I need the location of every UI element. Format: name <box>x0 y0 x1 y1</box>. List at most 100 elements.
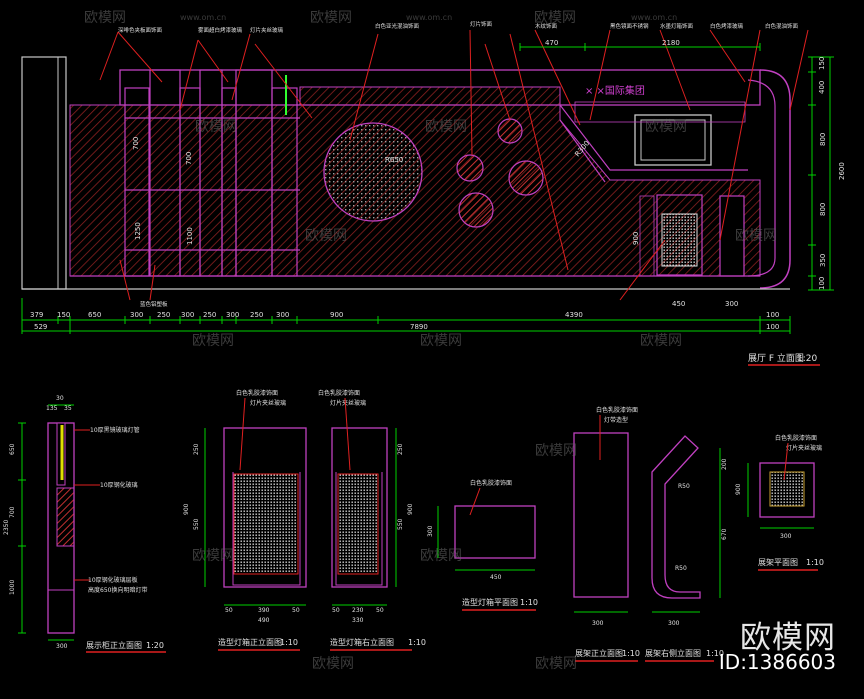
detail-lightbox-plan: 300 450 白色乳胶漆饰面 造型灯箱平面图 1:10 <box>427 479 538 611</box>
svg-text:灯片夹丝玻璃: 灯片夹丝玻璃 <box>250 399 286 407</box>
svg-text:欧模网: 欧模网 <box>310 10 352 26</box>
watermark-id: ID:1386603 <box>718 650 836 674</box>
svg-text:www.om.cn: www.om.cn <box>180 13 226 22</box>
detail-display-cabinet: 30 135 35 650 700 1000 2350 300 10厚黑镜玻璃灯… <box>3 395 166 653</box>
detail-lightbox-front: 250 550 900 50 390 50 490 白色乳胶漆饰面 灯片夹丝玻璃… <box>183 389 307 651</box>
left-end-panel <box>21 56 67 290</box>
svg-text:450: 450 <box>490 574 502 581</box>
svg-text:300: 300 <box>181 311 194 319</box>
svg-text:50: 50 <box>376 607 384 614</box>
svg-text:高度650换向明暗灯带: 高度650换向明暗灯带 <box>88 586 147 594</box>
svg-text:雾面超白烤漆玻璃: 雾面超白烤漆玻璃 <box>198 26 243 34</box>
svg-text:欧模网: 欧模网 <box>192 548 234 564</box>
svg-text:470: 470 <box>545 39 558 47</box>
svg-text:900: 900 <box>330 311 343 319</box>
detail-stand-side: R50 R50 200 670 300 展架右侧立面图 1:10 <box>645 435 728 662</box>
detail-title: 展示柜正立面图 <box>86 640 142 650</box>
svg-text:1:10: 1:10 <box>806 558 824 567</box>
svg-text:550: 550 <box>193 518 200 530</box>
svg-text:300: 300 <box>226 311 239 319</box>
svg-text:欧模网: 欧模网 <box>192 333 234 349</box>
right-dimensions: 150 400 800 800 350 100 2600 <box>808 56 846 291</box>
small-circle-features <box>456 118 544 228</box>
svg-text:135: 135 <box>46 405 58 412</box>
svg-text:300: 300 <box>130 311 143 319</box>
svg-text:1:10: 1:10 <box>706 649 724 658</box>
svg-text:800: 800 <box>819 133 827 146</box>
svg-text:灯片夹丝玻璃: 灯片夹丝玻璃 <box>250 26 284 34</box>
svg-text:450: 450 <box>672 300 685 308</box>
svg-text:230: 230 <box>352 607 364 614</box>
svg-text:200: 200 <box>721 458 728 470</box>
svg-text:900: 900 <box>735 483 742 495</box>
svg-text:800: 800 <box>819 203 827 216</box>
svg-text:50: 50 <box>225 607 233 614</box>
main-elevation: × ×国际集团 R650 R300 700 700 1250 1100 900 <box>21 20 846 366</box>
svg-text:50: 50 <box>332 607 340 614</box>
svg-text:造型灯箱平面图: 造型灯箱平面图 <box>462 597 518 607</box>
svg-text:2350: 2350 <box>3 520 10 535</box>
inner-dim-900: 900 <box>632 232 640 245</box>
svg-text:529: 529 <box>34 323 47 331</box>
svg-text:2600: 2600 <box>838 162 846 180</box>
svg-text:造型灯箱右立面图: 造型灯箱右立面图 <box>330 637 394 647</box>
large-circle-feature <box>323 122 423 222</box>
inner-dim-700a: 700 <box>132 137 140 150</box>
svg-text:造型灯箱正立面图: 造型灯箱正立面图 <box>218 637 282 647</box>
svg-text:250: 250 <box>203 311 216 319</box>
svg-text:欧模网: 欧模网 <box>195 119 237 135</box>
svg-text:www.om.cn: www.om.cn <box>406 13 452 22</box>
detail-stand-front: 300 白色乳胶漆饰面 灯带造型 展架正立面图 1:10 <box>573 406 640 662</box>
watermark-tiles: 欧模网 www.om.cn 欧模网 www.om.cn 欧模网 www.om.c… <box>84 10 777 672</box>
svg-text:250: 250 <box>250 311 263 319</box>
svg-text:白色乳胶漆饰面: 白色乳胶漆饰面 <box>318 389 360 397</box>
watermark-brand: 欧模网 <box>740 620 836 656</box>
top-fascia <box>119 69 761 106</box>
svg-text:35: 35 <box>64 405 72 412</box>
inner-dim-1250: 1250 <box>134 222 142 240</box>
svg-text:100: 100 <box>766 311 779 319</box>
svg-text:700: 700 <box>9 506 16 518</box>
svg-text:300: 300 <box>668 620 680 627</box>
svg-text:展架右侧立面图: 展架右侧立面图 <box>645 648 701 658</box>
svg-text:300: 300 <box>780 533 792 540</box>
svg-text:木纹饰面: 木纹饰面 <box>535 22 558 30</box>
svg-text:深啡色夹板面饰面: 深啡色夹板面饰面 <box>118 26 163 34</box>
svg-text:欧模网: 欧模网 <box>645 119 687 135</box>
svg-text:欧模网: 欧模网 <box>420 548 462 564</box>
svg-text:330: 330 <box>352 617 364 624</box>
svg-text:670: 670 <box>721 528 728 540</box>
main-elevation-scale: 1:20 <box>797 354 817 364</box>
svg-text:400: 400 <box>818 81 826 94</box>
svg-text:灯带造型: 灯带造型 <box>604 416 628 424</box>
detail-scale: 1:20 <box>146 641 164 650</box>
svg-text:379: 379 <box>30 311 43 319</box>
svg-text:1000: 1000 <box>9 580 16 595</box>
svg-text:白色乳胶漆饰面: 白色乳胶漆饰面 <box>236 389 278 397</box>
svg-text:欧模网: 欧模网 <box>535 656 577 672</box>
svg-text:白色乳胶漆饰面: 白色乳胶漆饰面 <box>470 479 512 487</box>
svg-text:黑色镜面不锈钢: 黑色镜面不锈钢 <box>610 22 649 30</box>
svg-text:1:10: 1:10 <box>520 598 538 607</box>
svg-text:欧模网: 欧模网 <box>425 119 467 135</box>
svg-text:490: 490 <box>258 617 270 624</box>
svg-text:650: 650 <box>88 311 101 319</box>
svg-text:150: 150 <box>57 311 70 319</box>
svg-text:欧模网: 欧模网 <box>535 443 577 459</box>
svg-text:欧模网: 欧模网 <box>735 228 777 244</box>
svg-text:蓝色铝塑板: 蓝色铝塑板 <box>140 300 168 308</box>
svg-text:350: 350 <box>819 254 827 267</box>
svg-text:白色乳胶漆饰面: 白色乳胶漆饰面 <box>596 406 638 414</box>
svg-text:650: 650 <box>9 443 16 455</box>
svg-text:150: 150 <box>818 57 826 70</box>
svg-text:白色乳胶漆饰面: 白色乳胶漆饰面 <box>775 434 817 442</box>
svg-text:50: 50 <box>292 607 300 614</box>
diagonal-band <box>559 104 748 183</box>
svg-text:390: 390 <box>258 607 270 614</box>
svg-text:10厚钢化玻璃: 10厚钢化玻璃 <box>100 481 138 489</box>
svg-text:欧模网: 欧模网 <box>534 10 576 26</box>
svg-text:100: 100 <box>766 323 779 331</box>
svg-text:展架平面图: 展架平面图 <box>758 558 798 567</box>
display-screen <box>634 114 712 166</box>
